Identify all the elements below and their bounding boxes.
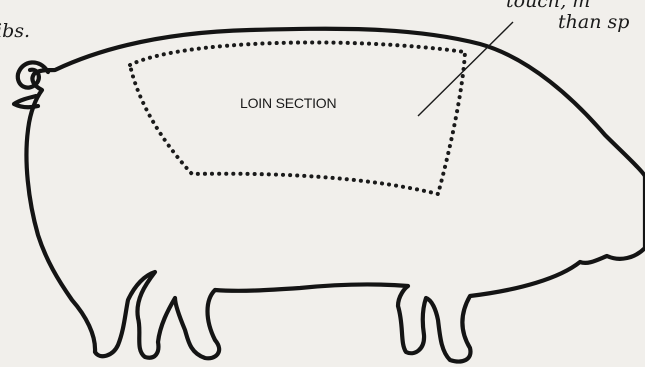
loin-section-outline <box>130 42 465 194</box>
loin-section-label: LOIN SECTION <box>240 95 336 111</box>
pig-body-outline <box>26 29 645 362</box>
note-left-text: ibs. <box>0 20 30 42</box>
note-right-line-2: than sp <box>558 11 629 33</box>
